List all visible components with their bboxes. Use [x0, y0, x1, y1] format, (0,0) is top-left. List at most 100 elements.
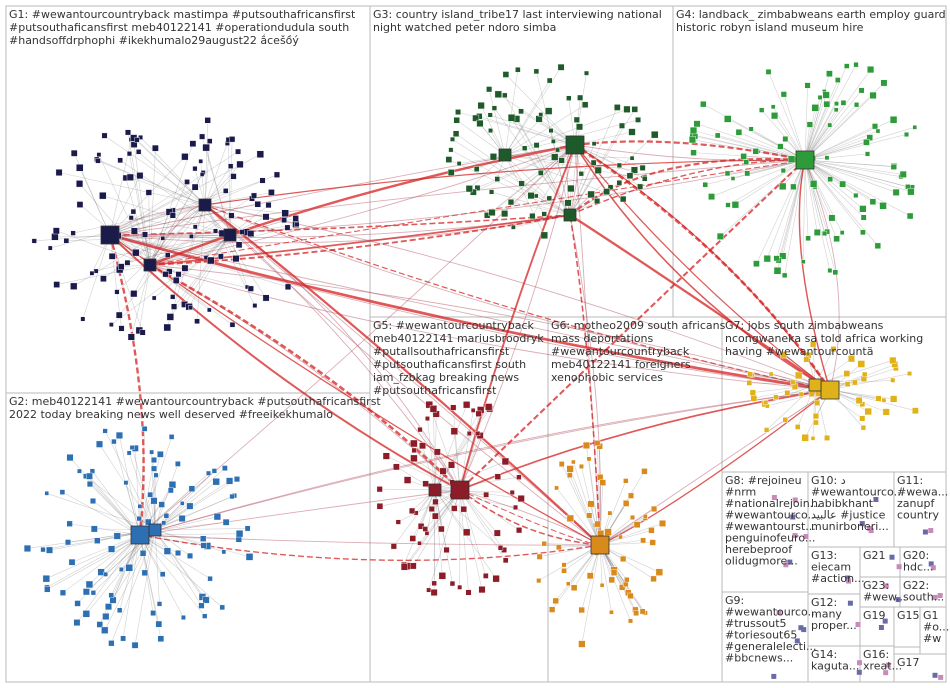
edge — [89, 476, 141, 536]
node-g1 — [51, 233, 59, 241]
inter-group-edge — [574, 144, 831, 391]
edge — [133, 211, 151, 266]
node-g5 — [432, 512, 439, 520]
node-g7 — [780, 351, 788, 359]
node-g10 — [859, 521, 865, 527]
node-g3 — [637, 183, 644, 190]
node-g5 — [513, 504, 519, 510]
node-g3 — [614, 104, 621, 111]
node-g6 — [552, 597, 559, 605]
inter-group-edge — [569, 214, 601, 546]
node-g4 — [753, 260, 760, 267]
node-g1 — [259, 177, 266, 184]
edge — [459, 489, 505, 551]
edge — [459, 489, 487, 576]
node-g5 — [475, 410, 482, 417]
node-g1 — [114, 289, 120, 295]
node-g1 — [135, 149, 142, 155]
edge — [778, 159, 806, 261]
edge — [804, 159, 818, 233]
node-g6 — [620, 555, 627, 562]
node-g6 — [627, 592, 634, 600]
node-g2 — [186, 502, 194, 510]
node-g3 — [477, 101, 485, 110]
node-g1 — [63, 237, 70, 244]
node-g4 — [860, 214, 867, 221]
node-g5 — [409, 535, 416, 542]
node-g5 — [470, 408, 476, 413]
node-g2 — [168, 481, 177, 489]
edge — [127, 234, 231, 264]
node-g3 — [476, 119, 484, 127]
node-g2 — [113, 532, 121, 540]
node-g6 — [643, 514, 648, 519]
edge — [804, 159, 897, 193]
edge — [434, 413, 479, 491]
node-g6 — [594, 520, 602, 528]
edge — [149, 264, 233, 325]
node-g2 — [137, 504, 143, 509]
inter-group-edge — [574, 144, 806, 162]
edge — [804, 119, 894, 161]
group-label-g17-line-0: G17 — [897, 656, 920, 669]
node-g1 — [235, 241, 243, 249]
edge — [149, 215, 232, 266]
node-g3 — [501, 210, 509, 218]
edge — [138, 151, 231, 236]
node-g2 — [40, 547, 46, 553]
group-label-g8-line-6: herebeproof — [725, 543, 793, 556]
node-g5 — [493, 529, 501, 537]
node-g5 — [478, 586, 486, 594]
node-g5 — [400, 563, 408, 571]
node-g6 — [609, 610, 614, 615]
node-g1 — [227, 163, 234, 169]
node-g3 — [494, 90, 502, 98]
node-g7 — [795, 371, 803, 380]
group-label-g13-line-1: eiecam — [811, 561, 851, 574]
edge — [516, 118, 571, 216]
node-g3 — [533, 142, 540, 149]
node-g1 — [80, 316, 86, 322]
node-g7 — [763, 400, 769, 405]
node-g7 — [882, 408, 890, 416]
node-g5 — [501, 457, 510, 466]
node-g3 — [558, 157, 565, 164]
node-g1 — [204, 117, 211, 124]
edge — [96, 159, 206, 206]
group-label-g11-line-1: #wewa... — [897, 486, 948, 499]
hub-node-g1 — [223, 228, 237, 242]
edge — [119, 435, 141, 536]
node-g7 — [890, 395, 898, 403]
node-g7 — [890, 377, 896, 383]
group-label-g1b-line-0: G1 — [923, 609, 939, 622]
node-g7 — [875, 395, 882, 402]
node-g5 — [410, 439, 418, 448]
node-g4 — [844, 63, 850, 69]
node-g4 — [780, 91, 787, 98]
node-g4 — [804, 82, 811, 89]
node-g1 — [162, 271, 169, 278]
edge — [804, 159, 809, 239]
node-g2 — [118, 567, 124, 572]
edge — [188, 234, 231, 307]
node-g6 — [586, 456, 592, 462]
edge — [85, 475, 156, 531]
edge — [170, 234, 231, 318]
node-g2 — [157, 635, 165, 643]
node-g4 — [853, 192, 859, 198]
node-g2 — [163, 547, 172, 555]
node-g4 — [890, 163, 897, 170]
group-label-g22-line-0: G22: — [903, 579, 929, 592]
node-g2 — [107, 545, 116, 553]
node-g2 — [42, 575, 51, 583]
edge — [434, 489, 453, 584]
edge — [599, 544, 660, 573]
edge — [538, 544, 601, 581]
group-label-g2-line-0: G2: meb40122141 #wewantourcountryback #p… — [9, 395, 381, 408]
edge — [404, 489, 461, 568]
node-g7 — [857, 360, 865, 368]
group-label-g20-line-0: G20: — [903, 549, 929, 562]
edge — [154, 528, 248, 531]
edge — [766, 159, 806, 259]
